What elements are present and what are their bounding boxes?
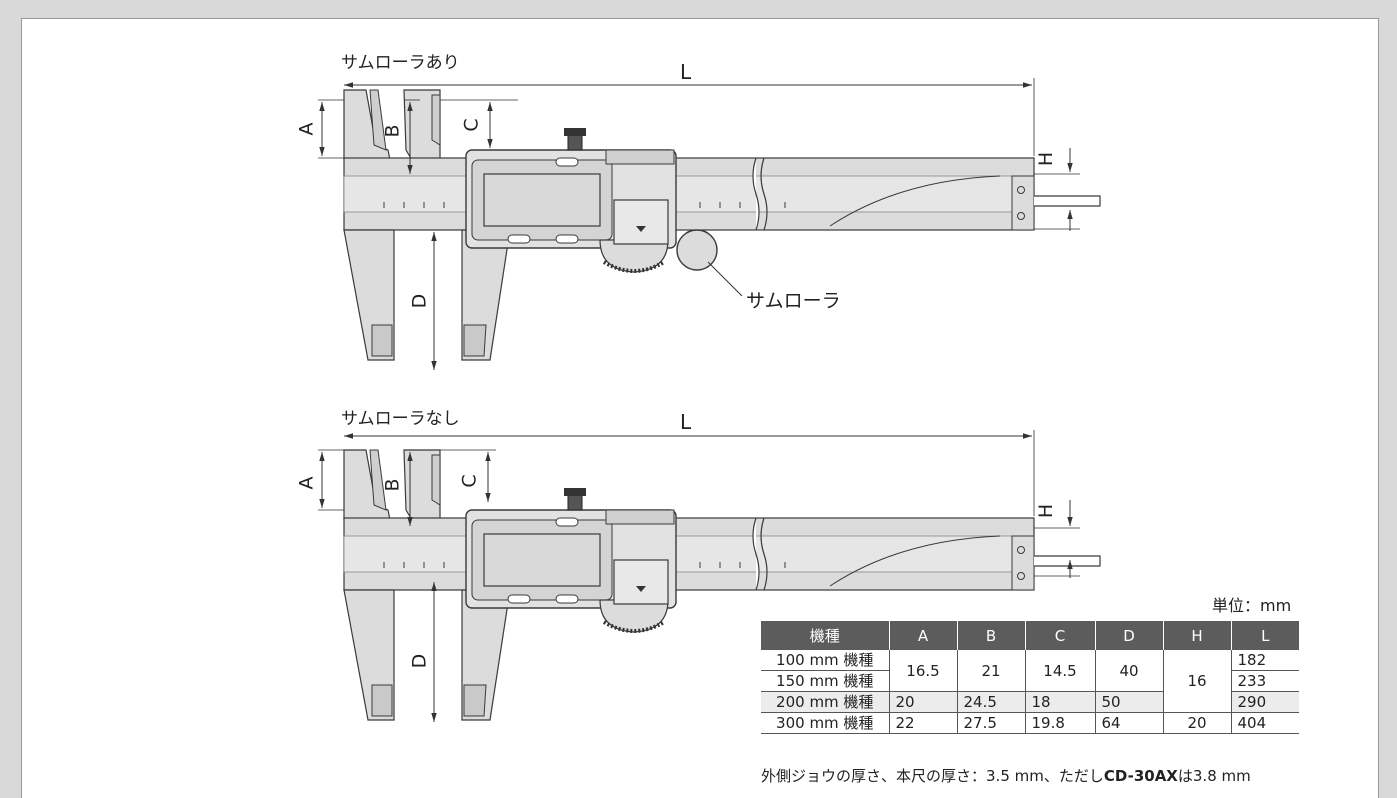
cell-B: 24.5	[956, 691, 1025, 713]
upper-caliper	[318, 78, 1102, 370]
header-H: H	[1162, 621, 1231, 650]
lower-dim-D: D	[408, 653, 431, 669]
table-row: 100 mm 機種 16.5 21 14.5 40 16 182	[761, 650, 1299, 713]
upper-dim-L: L	[680, 60, 692, 84]
thumb-roller-icon	[676, 229, 718, 271]
cell-B: 27.5	[956, 712, 1025, 734]
lower-dim-A: A	[295, 476, 318, 490]
row-model: 150 mm 機種	[761, 670, 889, 692]
header-A: A	[888, 621, 957, 650]
cell-C: 18	[1024, 691, 1095, 713]
table-row: 200 mm 機種 20 24.5 18 50 290	[761, 691, 1299, 713]
cell-B: 21	[956, 650, 1025, 692]
thickness-note: 外側ジョウの厚さ、本尺の厚さ：3.5 mm、ただしCD-30AXは3.8 mm	[761, 765, 1251, 786]
spec-table: 機種 A B C D H L 100 mm 機種 16.5 21 14.5 40…	[761, 621, 1299, 734]
row-model: 100 mm 機種	[761, 650, 889, 671]
upper-dim-B: B	[381, 124, 404, 138]
lower-dim-L: L	[680, 410, 692, 434]
cell-A: 22	[888, 712, 957, 734]
cell-D: 50	[1094, 691, 1163, 713]
header-model: 機種	[761, 621, 889, 650]
table-row: 300 mm 機種 22 27.5 19.8 64 20 404	[761, 712, 1299, 734]
header-B: B	[956, 621, 1025, 650]
lower-dim-H: H	[1035, 503, 1058, 519]
note-mid: は	[1177, 767, 1193, 785]
table-row: 150 mm 機種 233	[761, 670, 1299, 692]
lower-dim-C: C	[458, 474, 481, 488]
header-C: C	[1024, 621, 1095, 650]
header-D: D	[1094, 621, 1163, 650]
upper-caption: サムローラあり	[341, 53, 460, 73]
unit-label: 単位：mm	[1212, 596, 1292, 615]
cell-L: 233	[1230, 670, 1299, 692]
cell-H: 20	[1162, 712, 1231, 734]
cell-D: 40	[1094, 650, 1163, 692]
row-model: 200 mm 機種	[761, 691, 889, 713]
cell-A: 16.5	[888, 650, 957, 692]
lower-dim-B: B	[381, 478, 404, 492]
upper-dim-C: C	[460, 118, 483, 132]
cell-L: 182	[1230, 650, 1299, 671]
cell-A: 20	[888, 691, 957, 713]
note-suffix: 3.8 mm	[1192, 767, 1251, 785]
cell-C: 14.5	[1024, 650, 1095, 692]
note-prefix: 外側ジョウの厚さ、本尺の厚さ：3.5 mm、ただし	[761, 767, 1104, 785]
cell-L: 404	[1230, 712, 1299, 734]
cell-D: 64	[1094, 712, 1163, 734]
upper-dim-H: H	[1035, 151, 1058, 167]
cell-H: 16	[1162, 650, 1231, 713]
note-model: CD-30AX	[1103, 767, 1178, 785]
cell-L: 290	[1230, 691, 1299, 713]
header-L: L	[1230, 621, 1299, 650]
upper-dim-D: D	[408, 293, 431, 309]
row-model: 300 mm 機種	[761, 712, 889, 734]
table-header-row: 機種 A B C D H L	[761, 621, 1299, 650]
upper-dim-A: A	[295, 122, 318, 136]
cell-C: 19.8	[1024, 712, 1095, 734]
lower-caption: サムローラなし	[341, 409, 460, 429]
thumb-roller-callout: サムローラ	[746, 290, 841, 312]
lower-caliper	[318, 430, 1102, 722]
